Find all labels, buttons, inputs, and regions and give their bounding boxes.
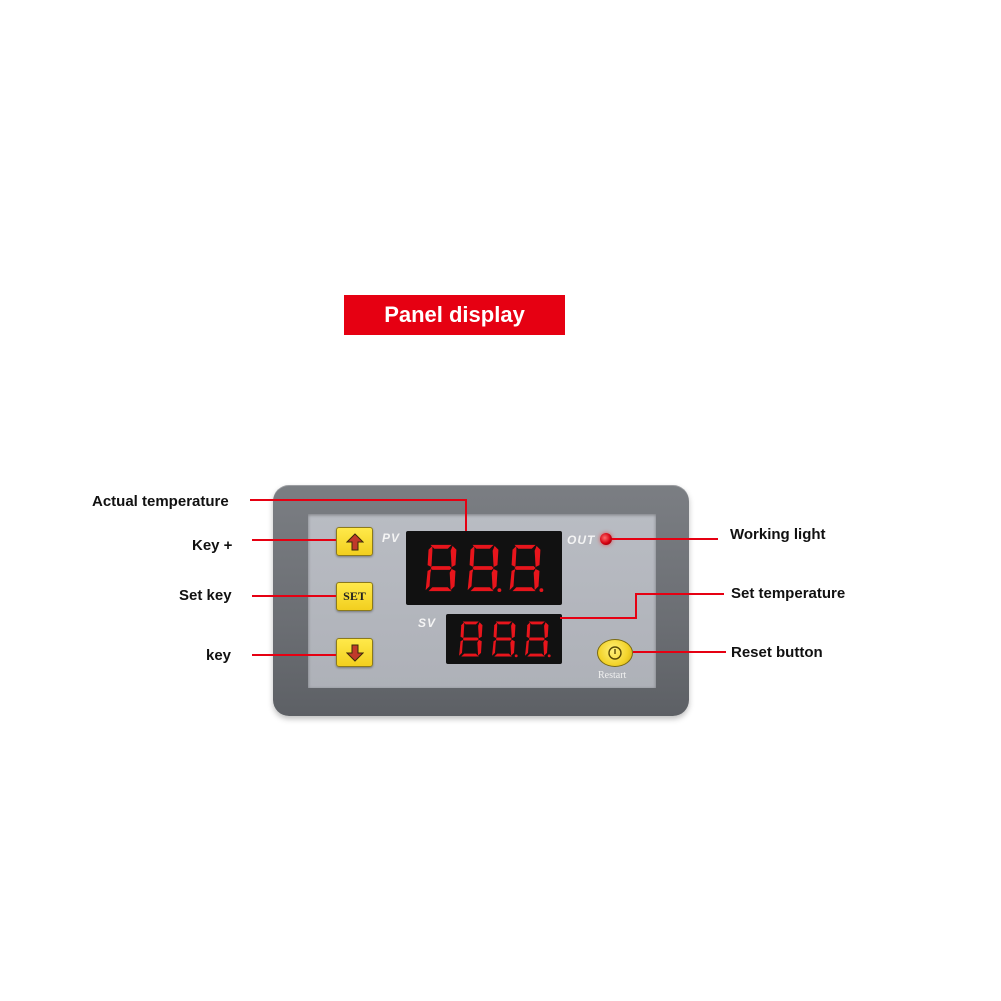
set-button-label: SET xyxy=(343,589,366,603)
sv-digit xyxy=(524,621,551,658)
arrow-down-icon xyxy=(345,644,364,662)
out-label: OUT xyxy=(567,533,596,547)
sv-label: SV xyxy=(418,616,437,630)
pv-display xyxy=(406,531,562,605)
callout-set-temperature: Set temperature xyxy=(731,585,846,602)
key-down-button[interactable] xyxy=(336,638,373,667)
arrow-up-icon xyxy=(345,532,364,550)
sv-digit xyxy=(491,621,518,658)
power-icon xyxy=(608,646,622,660)
key-up-button[interactable] xyxy=(336,527,373,556)
set-button[interactable]: SET xyxy=(336,582,373,611)
sv-display xyxy=(446,614,562,664)
pv-digit xyxy=(467,544,502,593)
pv-label: PV xyxy=(382,531,401,545)
callout-key-plus: Key + xyxy=(192,537,233,554)
panel-display-banner: Panel display xyxy=(344,295,565,335)
restart-button[interactable] xyxy=(597,639,633,667)
callout-reset-button: Reset button xyxy=(731,644,823,661)
restart-label: Restart xyxy=(598,670,627,681)
pv-digit xyxy=(425,544,457,592)
set-temperature-line xyxy=(560,593,724,619)
working-light-led xyxy=(600,533,612,545)
pv-digit xyxy=(509,544,544,593)
sv-digit xyxy=(458,621,482,657)
actual-temperature-line xyxy=(250,499,467,531)
banner-title: Panel display xyxy=(384,302,525,327)
callout-set-key: Set key xyxy=(179,587,232,604)
callout-key-down: key xyxy=(206,647,232,664)
callout-working-light: Working light xyxy=(730,526,826,543)
callout-actual-temperature: Actual temperature xyxy=(92,493,229,510)
